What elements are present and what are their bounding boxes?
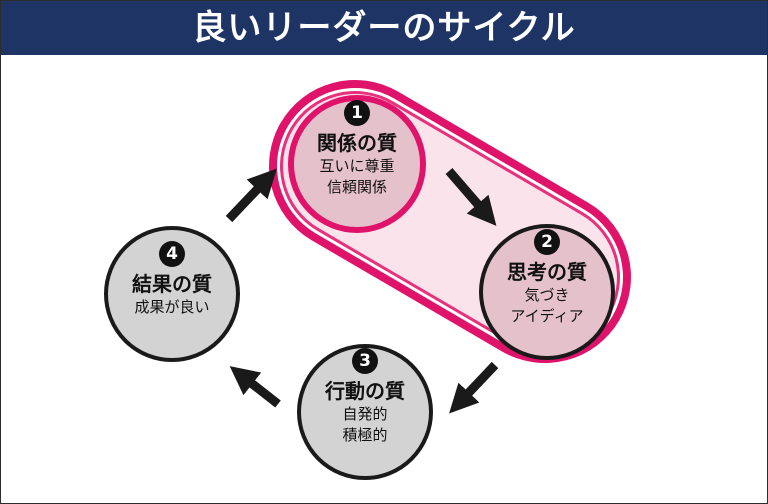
node-4-title: 結果の質 — [132, 272, 212, 296]
node-1-circle — [288, 95, 426, 233]
arrow-3-to-4 — [229, 366, 281, 408]
number-badge-4: 4 — [159, 241, 185, 267]
node-3-circle — [297, 344, 433, 480]
node-3-line-1: 自発的 — [342, 405, 388, 423]
node-2-title: 思考の質 — [507, 260, 587, 284]
node-2-line-1: 気づき — [524, 286, 570, 304]
node-1-line-1: 互いに尊重 — [319, 157, 395, 175]
node-4-line-1: 成果が良い — [134, 298, 210, 316]
title-banner: 良いリーダーのサイクル — [1, 1, 767, 55]
arrow-1-to-2 — [445, 168, 497, 226]
node-thinking-quality: 2 思考の質 気づき アイディア — [482, 229, 612, 327]
node-2-line-2: アイディア — [510, 307, 584, 325]
number-badge-2: 2 — [534, 229, 560, 255]
node-result-quality: 4 結果の質 成果が良い — [107, 241, 237, 318]
node-1-title: 関係の質 — [317, 131, 397, 155]
node-4-circle — [104, 226, 240, 362]
node-3-line-2: 積極的 — [342, 426, 388, 444]
node-2-circle — [479, 224, 615, 360]
arrow-4-to-1 — [225, 168, 277, 223]
node-1-line-2: 信頼関係 — [326, 178, 387, 196]
node-relationship-quality: 1 関係の質 互いに尊重 信頼関係 — [292, 100, 422, 198]
number-badge-1: 1 — [344, 100, 370, 126]
node-action-quality: 3 行動の質 自発的 積極的 — [300, 348, 430, 446]
node-3-title: 行動の質 — [325, 379, 405, 403]
number-badge-3: 3 — [352, 348, 378, 374]
arrow-2-to-3 — [449, 361, 499, 414]
